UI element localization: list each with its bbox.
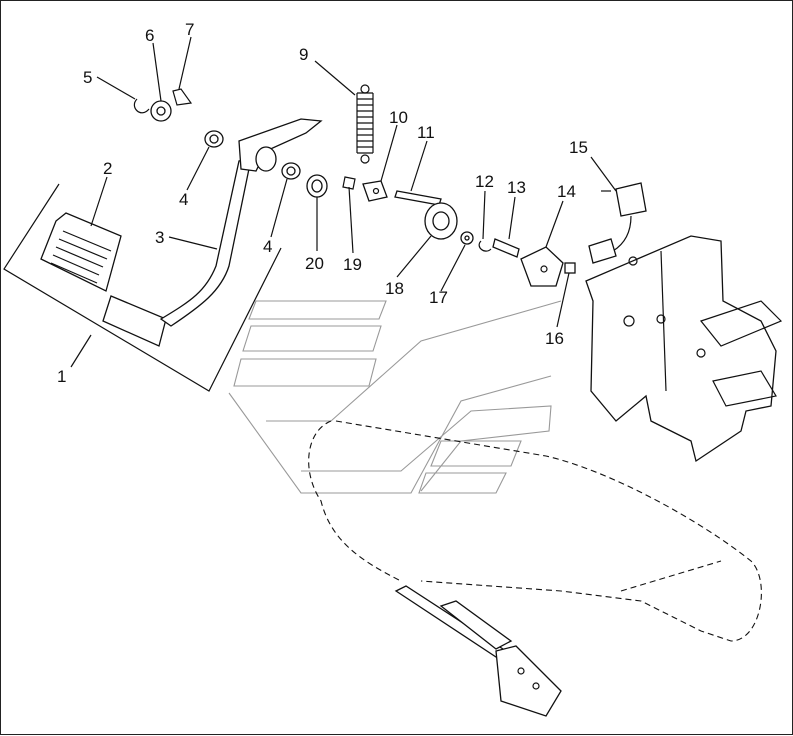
pin-13 bbox=[492, 238, 520, 258]
background-frame-ghost bbox=[228, 300, 562, 494]
callout-12: 12 bbox=[475, 172, 494, 191]
callout-18: 18 bbox=[385, 279, 404, 298]
clip-12 bbox=[478, 240, 492, 252]
callout-3: 3 bbox=[155, 228, 164, 247]
bushing-lower bbox=[281, 162, 301, 180]
callout-4-upper: 4 bbox=[179, 190, 188, 209]
leader-lines bbox=[70, 36, 617, 368]
bolt-11 bbox=[394, 190, 442, 206]
washer-20 bbox=[306, 174, 328, 198]
callouts: 1 2 3 4 4 5 6 7 9 10 11 12 13 14 15 16 1… bbox=[57, 20, 588, 386]
clip-19 bbox=[342, 176, 356, 190]
callout-1: 1 bbox=[57, 367, 66, 386]
callout-15: 15 bbox=[569, 138, 588, 157]
callout-19: 19 bbox=[343, 255, 362, 274]
washer-17 bbox=[460, 231, 474, 245]
callout-5: 5 bbox=[83, 68, 92, 87]
return-spring bbox=[356, 84, 374, 164]
pedal-assembly-group-outline bbox=[3, 183, 282, 392]
clip-7 bbox=[172, 88, 193, 106]
callout-6: 6 bbox=[145, 26, 154, 45]
nut-16 bbox=[564, 262, 576, 274]
callout-2: 2 bbox=[103, 159, 112, 178]
switch-14 bbox=[520, 246, 564, 287]
mounting-bracket bbox=[585, 235, 783, 463]
snap-ring bbox=[133, 98, 150, 114]
callout-9: 9 bbox=[299, 45, 308, 64]
roller-18 bbox=[424, 202, 458, 240]
washer-6 bbox=[150, 100, 172, 122]
callout-11: 11 bbox=[417, 123, 435, 142]
callout-20: 20 bbox=[305, 254, 324, 273]
callout-16: 16 bbox=[545, 329, 564, 348]
callout-4-lower: 4 bbox=[263, 237, 272, 256]
callout-7: 7 bbox=[185, 20, 194, 39]
cable-routing-dashed bbox=[308, 420, 762, 642]
callout-13: 13 bbox=[507, 178, 526, 197]
connector-15 bbox=[588, 182, 647, 264]
callout-17: 17 bbox=[429, 288, 448, 307]
plate-10 bbox=[362, 180, 388, 202]
callout-14: 14 bbox=[557, 182, 576, 201]
actuator-cylinder bbox=[394, 585, 562, 717]
callout-10: 10 bbox=[389, 108, 408, 127]
pedal-arm bbox=[102, 118, 323, 347]
pedal-pad bbox=[40, 212, 122, 292]
bushing-upper bbox=[204, 130, 224, 148]
